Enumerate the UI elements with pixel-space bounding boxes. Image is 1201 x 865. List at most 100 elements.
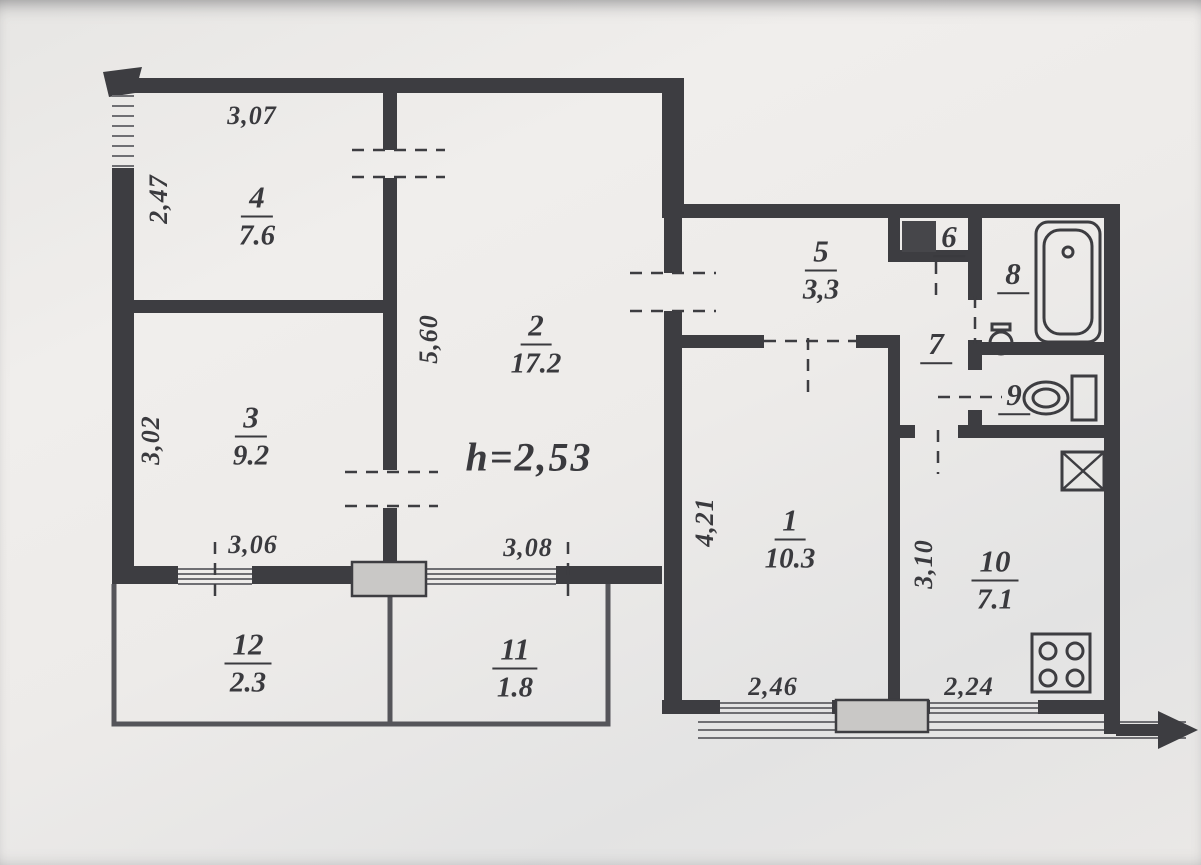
wall-segment — [664, 335, 764, 348]
wall-segment — [968, 218, 982, 300]
dim-window-12: 3,06 — [228, 530, 278, 559]
stove-burner — [1065, 641, 1085, 661]
balcony-door-pier — [834, 698, 930, 734]
room-area: 1.8 — [496, 671, 534, 704]
wall-segment — [383, 178, 397, 470]
dim-room2-depth: 5,60 — [414, 314, 443, 364]
room-number: 5 — [805, 235, 837, 272]
room-number: 1 — [774, 504, 806, 541]
room-label-4: 4 7.6 — [238, 181, 276, 252]
room-label-5: 5 3,3 — [802, 235, 840, 306]
wall-segment — [383, 508, 397, 566]
room-label-11: 11 1.8 — [492, 633, 538, 704]
vent-cross — [1061, 451, 1105, 491]
wall-segment — [112, 566, 178, 584]
arrow-head — [1158, 711, 1198, 749]
toilet-icon — [1022, 374, 1098, 422]
arrow-shaft — [1116, 724, 1166, 736]
wall-segment — [888, 218, 900, 262]
dim-room4-depth: 2,47 — [144, 174, 173, 224]
bathtub-inner — [1042, 228, 1094, 336]
stove-burner — [1038, 668, 1058, 688]
wall-segment — [383, 93, 397, 150]
bathtub-drain — [1061, 245, 1075, 259]
room-label-10: 10 7.1 — [971, 545, 1019, 616]
stove-burner — [1038, 641, 1058, 661]
sink-tap — [990, 322, 1012, 332]
window-hatch-left — [112, 95, 134, 167]
dim-room1-depth: 4,21 — [690, 497, 719, 547]
room-number: 3 — [235, 401, 267, 438]
wall-segment — [112, 78, 684, 93]
door-openings — [213, 148, 1002, 602]
room-number: 9 — [998, 379, 1030, 415]
bathtub-outer — [1034, 220, 1102, 344]
wall-segment — [664, 311, 682, 700]
room-area: 3,3 — [802, 273, 840, 306]
wall-segment — [664, 218, 682, 273]
balcony-outline — [111, 584, 611, 727]
window-hatch-2-46 — [720, 702, 832, 714]
dim-room1-width: 2,46 — [748, 672, 798, 701]
dim-room10-depth: 3,10 — [909, 539, 938, 589]
room-label-2: 2 17.2 — [510, 309, 562, 380]
wall-segment — [900, 425, 915, 438]
room-area: 7.6 — [238, 219, 276, 252]
closet-cabinet — [902, 221, 936, 252]
room-label-1: 1 10.3 — [764, 504, 816, 575]
room-number: 6 — [933, 221, 965, 257]
wall-segment — [684, 204, 1120, 218]
room-number: 7 — [920, 328, 952, 364]
wall-segment — [888, 335, 900, 700]
dim-top-width: 3,07 — [227, 101, 277, 130]
ceiling-height-label: h=2,53 — [465, 434, 593, 480]
stove-icon — [1030, 632, 1092, 694]
dim-window-11: 3,08 — [503, 533, 553, 562]
room-label-12: 12 2.3 — [224, 628, 272, 699]
wall-segment — [252, 566, 356, 584]
dim-room3-depth: 3,02 — [136, 415, 165, 465]
room-area: 10.3 — [764, 542, 816, 575]
room-label-3: 3 9.2 — [232, 401, 270, 472]
wall-segment — [968, 340, 982, 370]
room-number: 12 — [224, 628, 272, 665]
room-number: 8 — [997, 258, 1029, 294]
wall-segment — [1104, 204, 1120, 734]
wall-segment — [662, 700, 720, 714]
entrance-arrow-icon — [1116, 711, 1198, 749]
room-label-6: 6 — [933, 221, 965, 257]
stove-burner — [1065, 668, 1085, 688]
room-number: 2 — [520, 309, 552, 346]
balcony-perimeter — [111, 584, 611, 727]
room-number: 10 — [971, 545, 1019, 582]
sink-icon — [988, 322, 1014, 356]
room-label-9: 9 — [998, 379, 1030, 415]
balcony-door-pier — [350, 560, 428, 598]
room-label-8: 8 — [997, 258, 1029, 294]
wall-segment — [112, 168, 134, 578]
wall-segment — [556, 566, 662, 584]
room-area: 17.2 — [510, 347, 562, 380]
stove-body — [1030, 632, 1092, 694]
dim-room10-width: 2,24 — [944, 672, 994, 701]
sink-bowl — [988, 330, 1014, 356]
window-hatch-3-08 — [426, 568, 556, 585]
vent-shaft-icon — [1060, 450, 1106, 492]
toilet-tank — [1070, 374, 1098, 422]
window-hatch-2-24 — [930, 702, 1038, 714]
room-number: 4 — [241, 181, 273, 218]
room-area: 7.1 — [976, 583, 1014, 616]
room-label-7: 7 — [920, 328, 952, 364]
bathtub-icon — [1034, 220, 1102, 344]
wall-segment — [1038, 700, 1120, 714]
room-area: 2.3 — [229, 666, 267, 699]
room-area: 9.2 — [232, 439, 270, 472]
wall-segment — [134, 300, 390, 313]
room-number: 11 — [492, 633, 538, 670]
toilet-bowl — [1022, 380, 1070, 416]
toilet-bowl-inner — [1031, 387, 1061, 409]
wall-segment — [662, 78, 684, 218]
